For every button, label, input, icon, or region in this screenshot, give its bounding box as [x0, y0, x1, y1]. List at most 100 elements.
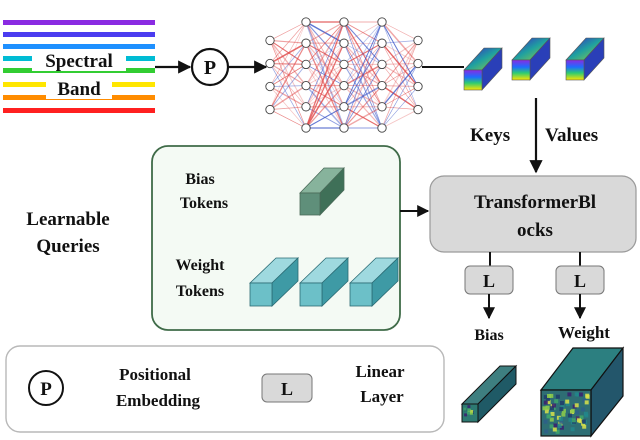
network-edge [269, 64, 307, 110]
network-edge [381, 40, 419, 44]
network-edge [343, 21, 383, 65]
network-node [339, 123, 349, 133]
network-edge [269, 40, 307, 129]
legend-p-icon [28, 370, 64, 406]
network-edge [343, 21, 383, 86]
legend-positional-line2: Embedding [116, 391, 201, 410]
tensor-speckle [555, 429, 560, 434]
network-node [301, 102, 311, 112]
legend-positional-line1: Positional [119, 365, 191, 384]
stripe-8 [3, 108, 155, 113]
tensor-speckle [467, 408, 471, 412]
kv-token-3 [565, 37, 605, 81]
tensor-speckle [570, 427, 575, 432]
band-label-bg [46, 77, 112, 99]
values-label: Values [545, 125, 598, 146]
kv-token-1 [463, 47, 503, 91]
network-edge [381, 40, 419, 129]
learnable-label: Learnable [26, 209, 109, 230]
tensor-speckle [574, 403, 579, 408]
network-node [413, 81, 423, 92]
network-edge [269, 42, 307, 110]
network-node [301, 80, 311, 91]
stripe-1 [3, 20, 155, 25]
tensor-speckle [547, 394, 551, 398]
weight-token-3 [349, 257, 399, 307]
network-edge [381, 86, 419, 108]
weight-token-2 [299, 257, 349, 307]
network-edge [269, 85, 307, 111]
network-edge [269, 62, 307, 66]
legend-p-symbol: P [40, 379, 52, 400]
network-node [413, 58, 423, 69]
tensor-speckle [575, 410, 580, 415]
network-edges [269, 21, 419, 129]
tensor-speckle [579, 415, 584, 420]
network-node [301, 17, 311, 27]
tensor-speckle [578, 419, 583, 424]
network-edge [381, 63, 419, 88]
stripe-3 [3, 44, 155, 49]
network-node [339, 59, 349, 70]
tensor-speckle [545, 397, 550, 402]
tensor-speckle [571, 418, 576, 423]
tensor-speckle [565, 402, 570, 407]
tensor-speckle [584, 413, 589, 418]
network-edge [305, 42, 345, 65]
network-edge [343, 85, 383, 129]
network-node [265, 104, 275, 115]
network-edge [343, 21, 383, 129]
tensor-speckle [578, 392, 583, 397]
transformer-label-line1: TransformerBl [474, 192, 596, 213]
tensor-speckle [550, 412, 555, 416]
network-edge [343, 42, 383, 65]
network-edge [343, 64, 383, 108]
tensor-speckle [550, 406, 554, 411]
network-edge [381, 64, 419, 110]
tensor-speckle [545, 405, 550, 410]
band-label: Band [57, 79, 101, 100]
tensor-speckle [551, 403, 556, 408]
network-node [377, 38, 387, 48]
tensor-speckle [542, 406, 547, 411]
bias-tokens-line2: Tokens [180, 195, 228, 212]
network-node [301, 123, 311, 133]
tensor-speckle [568, 413, 572, 418]
network-edge [269, 63, 307, 87]
network-edge [381, 106, 419, 110]
keys-label: Keys [470, 125, 510, 146]
transformer-label-line2: ocks [517, 220, 553, 241]
network-node [265, 35, 275, 46]
linear-layer-bias-symbol: L [483, 271, 495, 291]
tensor-speckle [549, 417, 554, 422]
network-edge [305, 106, 345, 129]
weight-tokens-line1: Weight [176, 257, 226, 274]
linear-layer-weight-symbol: L [574, 271, 586, 291]
network-node [265, 58, 275, 69]
network-edge [381, 21, 419, 41]
network-edge [269, 42, 307, 65]
positional-node-symbol: P [204, 57, 216, 79]
network-edge [343, 21, 383, 65]
tensor-speckle [568, 417, 573, 422]
tensor-speckle [558, 416, 563, 421]
network-edge [269, 40, 307, 108]
legend-linear-line2: Layer [360, 387, 404, 406]
tensor-speckle [557, 424, 562, 428]
tensor-speckle [549, 424, 554, 429]
network-edge [305, 42, 345, 129]
network-edge [269, 86, 307, 129]
spectral-label: Spectral [45, 51, 113, 72]
network-edge [381, 84, 419, 111]
network-edge [381, 62, 419, 65]
bias-tokens-line1: Bias [185, 171, 214, 188]
network-edge [269, 42, 307, 87]
tensor-speckle [582, 398, 587, 403]
tensor-speckle [467, 405, 471, 409]
network-edge [269, 85, 307, 87]
tensor-speckle [574, 392, 579, 397]
tensor-speckle [585, 393, 590, 398]
tensor-speckle [543, 400, 548, 405]
weight-token-1 [249, 257, 299, 307]
network-edge [269, 21, 307, 87]
